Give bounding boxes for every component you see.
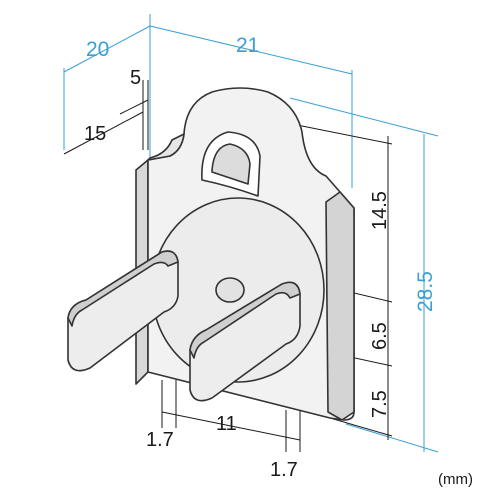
black-dimension-lines bbox=[63, 80, 393, 452]
unit-label: (mm) bbox=[438, 471, 473, 488]
label-prong-length: 15 bbox=[84, 123, 106, 145]
label-width: 21 bbox=[236, 34, 259, 57]
label-upper-height: 14.5 bbox=[369, 191, 391, 230]
label-prong-thickness-right: 1.7 bbox=[270, 459, 298, 481]
plug-cover-body bbox=[67, 87, 355, 421]
label-prong-thickness-left: 1.7 bbox=[146, 429, 174, 451]
hanging-hole-inner bbox=[211, 143, 251, 185]
center-hole bbox=[215, 277, 245, 303]
label-tab-offset: 5 bbox=[130, 67, 141, 89]
label-total-height: 28.5 bbox=[414, 271, 437, 312]
plate-right-edge bbox=[325, 191, 355, 421]
label-prong-spacing-vertical: 6.5 bbox=[369, 322, 391, 350]
blue-dimension-lines bbox=[63, 14, 439, 453]
label-prong-spacing: 11 bbox=[216, 413, 237, 435]
label-depth-total: 20 bbox=[86, 38, 109, 61]
tab-shoulder bbox=[147, 133, 185, 161]
right-prong-edge bbox=[189, 281, 301, 359]
left-prong-edge bbox=[67, 250, 179, 327]
label-lower-height: 7.5 bbox=[369, 390, 391, 418]
